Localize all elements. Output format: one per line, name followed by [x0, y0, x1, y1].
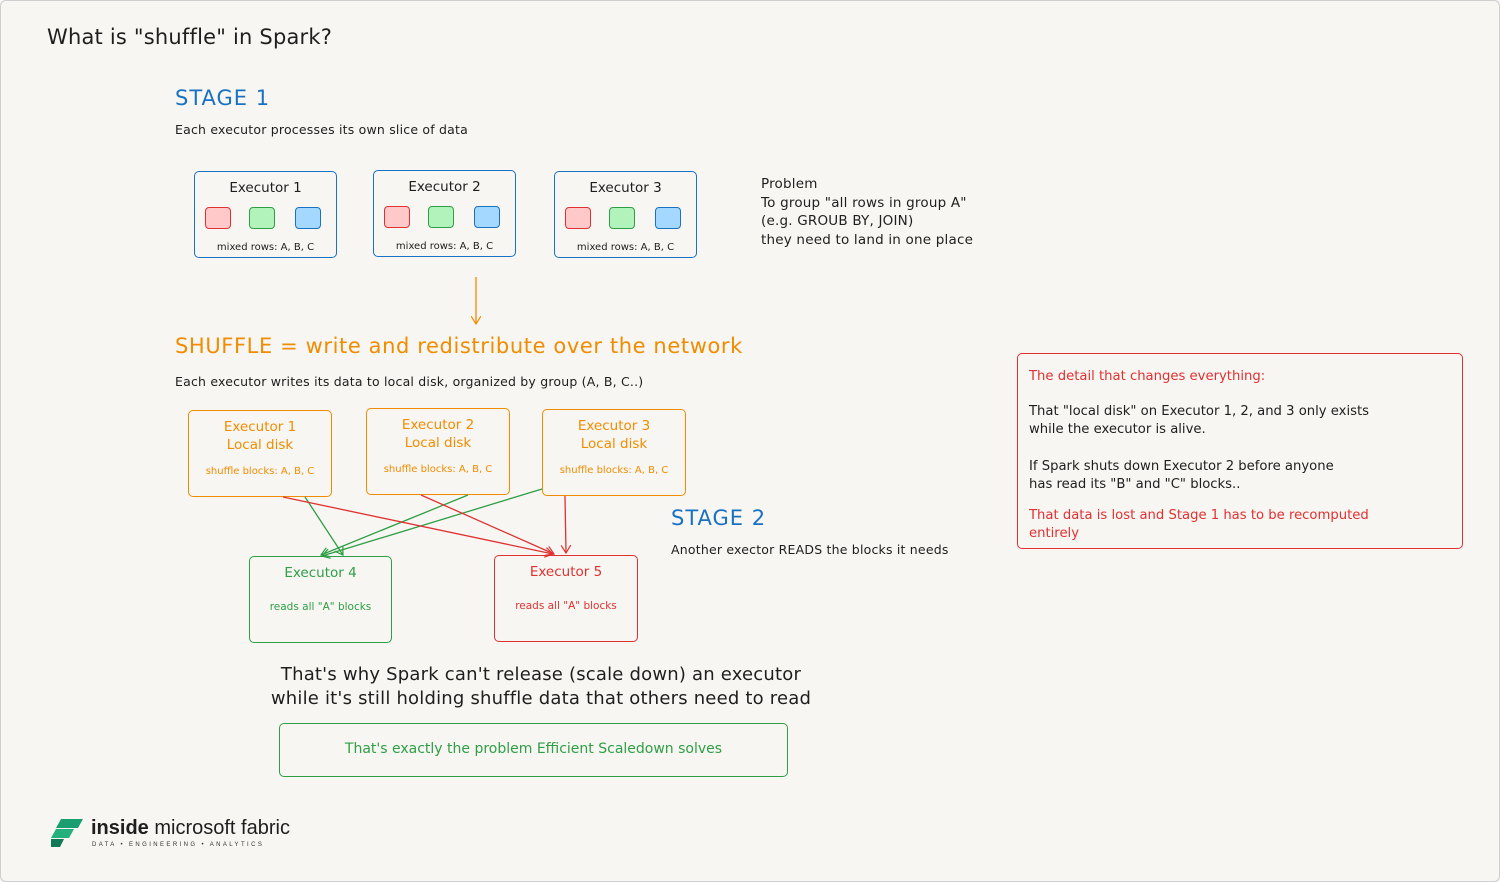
solution-text: That's exactly the problem Efficient Sca…: [344, 741, 723, 757]
detail-p3-line1: That data is lost and Stage 1 has to be …: [1029, 508, 1369, 523]
why-line-1: That's why Spark can't release (scale do…: [280, 664, 802, 685]
row-c-block: [655, 207, 681, 229]
executor-rows: mixed rows: A, B, C: [576, 242, 675, 253]
row-c-block: [295, 207, 321, 229]
shuffle-subtitle: Each executor writes its data to local d…: [175, 374, 644, 389]
detail-p3-line2: entirely: [1029, 526, 1080, 541]
shuffle-title: SHUFFLE = write and redistribute over th…: [175, 334, 743, 358]
detail-p1-line2: while the executor is alive.: [1029, 422, 1206, 437]
executor-name: Executor 2: [408, 179, 481, 195]
logo-bold: inside: [91, 817, 149, 839]
local-disk-executor-3: Executor 3 Local disk shuffle blocks: A,…: [542, 409, 686, 496]
why-line-2: while it's still holding shuffle data th…: [270, 688, 812, 709]
problem-note: Problem To group "all rows in group A" (…: [761, 176, 974, 248]
executor-rows: mixed rows: A, B, C: [395, 241, 494, 252]
stage1-executor-3: Executor 3 mixed rows: A, B, C: [554, 171, 697, 258]
why-statement: That's why Spark can't release (scale do…: [161, 663, 921, 711]
executor-name: Executor 4: [284, 565, 357, 581]
row-b-block: [428, 206, 454, 228]
stage2-subtitle: Another exector READS the blocks it need…: [671, 542, 949, 557]
shuffle-blocks-label: shuffle blocks: A, B, C: [383, 464, 493, 475]
disk-executor-name: Executor 3: [577, 418, 651, 434]
disk1-to-executor5-arrow: [282, 496, 553, 554]
shuffle-blocks-label: shuffle blocks: A, B, C: [559, 465, 669, 476]
stage1-executor-2: Executor 2 mixed rows: A, B, C: [373, 170, 516, 257]
detail-callout: The detail that changes everything: That…: [1017, 353, 1463, 549]
stage1-executor-1: Executor 1 mixed rows: A, B, C: [194, 171, 337, 258]
executor-name: Executor 3: [589, 180, 662, 196]
row-b-block: [609, 207, 635, 229]
row-c-block: [474, 206, 500, 228]
local-disk-executor-2: Executor 2 Local disk shuffle blocks: A,…: [366, 408, 510, 495]
stage1-title: STAGE 1: [175, 86, 271, 110]
disk1-to-executor4-arrow: [304, 496, 343, 555]
executor-reads: reads all "A" blocks: [515, 600, 617, 612]
row-a-block: [565, 207, 591, 229]
disk-label: Local disk: [580, 436, 648, 452]
fabric-logo-icon: [51, 819, 83, 847]
local-disk-executor-1: Executor 1 Local disk shuffle blocks: A,…: [188, 410, 332, 497]
shuffle-blocks-label: shuffle blocks: A, B, C: [205, 466, 315, 477]
executor-rows: mixed rows: A, B, C: [216, 242, 315, 253]
stage1-subtitle: Each executor processes its own slice of…: [175, 122, 468, 137]
stage2-title: STAGE 2: [671, 506, 767, 530]
detail-p2-line2: has read its "B" and "C" blocks..: [1029, 477, 1241, 492]
executor-reads: reads all "A" blocks: [269, 601, 372, 613]
detail-p1-line1: That "local disk" on Executor 1, 2, and …: [1029, 404, 1370, 419]
detail-heading: The detail that changes everything:: [1029, 369, 1266, 384]
disk-executor-name: Executor 1: [223, 419, 297, 435]
logo-tagline: DATA • ENGINEERING • ANALYTICS: [92, 842, 265, 848]
row-a-block: [384, 206, 410, 228]
disk2-to-executor5-arrow: [420, 494, 554, 554]
disk-label: Local disk: [226, 437, 294, 453]
detail-p2-line1: If Spark shuts down Executor 2 before an…: [1029, 459, 1334, 474]
disk-label: Local disk: [404, 435, 472, 451]
executor-name: Executor 5: [529, 564, 603, 580]
disk3-to-executor4-arrow: [322, 488, 543, 556]
disk-executor-name: Executor 2: [401, 417, 475, 433]
logo-rest: microsoft fabric: [148, 817, 290, 839]
row-a-block: [205, 207, 231, 229]
disk3-to-executor5-arrow: [565, 495, 566, 553]
executor-name: Executor 1: [229, 180, 302, 196]
row-b-block: [249, 207, 275, 229]
solution-callout: That's exactly the problem Efficient Sca…: [279, 723, 788, 777]
logo-wordmark: inside microsoft fabric: [91, 817, 290, 840]
page-title: What is "shuffle" in Spark?: [47, 25, 333, 49]
stage2-executor-5: Executor 5 reads all "A" blocks: [494, 555, 638, 642]
disk2-to-executor4-arrow: [321, 494, 469, 555]
